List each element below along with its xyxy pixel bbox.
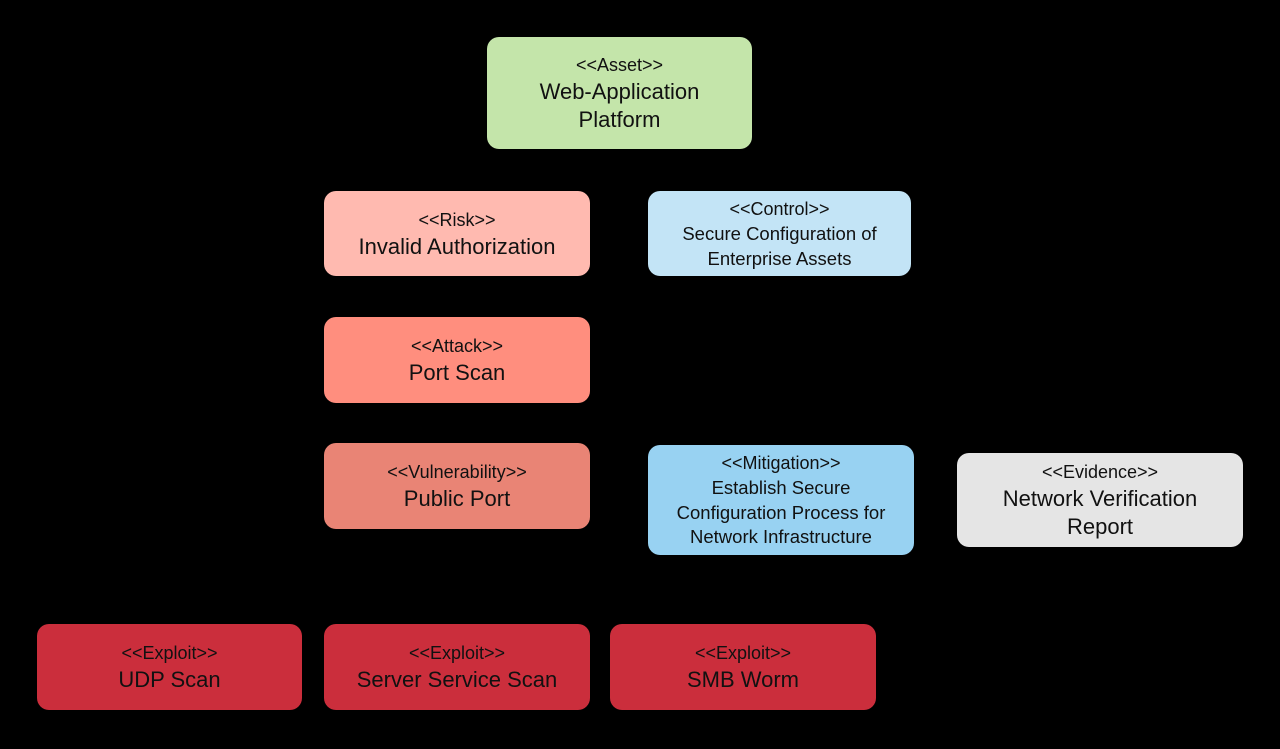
node-exploit-smb-worm[interactable]: <<Exploit>> SMB Worm bbox=[610, 624, 876, 710]
node-name-label: UDP Scan bbox=[118, 667, 221, 692]
node-risk[interactable]: <<Risk>> Invalid Authorization bbox=[324, 191, 590, 276]
node-name-label: Port Scan bbox=[408, 360, 506, 385]
node-mitigation[interactable]: <<Mitigation>> Establish Secure Configur… bbox=[648, 445, 914, 555]
node-name-label: Web-Application Platform bbox=[539, 79, 700, 132]
node-exploit-udp-scan[interactable]: <<Exploit>> UDP Scan bbox=[37, 624, 302, 710]
node-stereotype: <<Exploit>> bbox=[121, 643, 218, 663]
node-stereotype: <<Risk>> bbox=[418, 209, 496, 230]
node-name-label: Establish Secure Configuration Process f… bbox=[676, 477, 886, 548]
node-vulnerability[interactable]: <<Vulnerability>> Public Port bbox=[324, 443, 590, 529]
node-stereotype: <<Control>> bbox=[729, 199, 830, 219]
node-stereotype: <<Mitigation>> bbox=[721, 453, 841, 474]
node-name-label: Network Verification Report bbox=[1002, 486, 1198, 539]
node-stereotype: <<Vulnerability>> bbox=[387, 462, 527, 482]
node-asset[interactable]: <<Asset>> Web-Application Platform bbox=[487, 37, 752, 149]
node-name-label: Public Port bbox=[403, 486, 511, 511]
node-evidence[interactable]: <<Evidence>> Network Verification Report bbox=[957, 453, 1243, 547]
node-name-label: Server Service Scan bbox=[356, 667, 558, 692]
node-name-label: SMB Worm bbox=[686, 667, 800, 692]
node-stereotype: <<Asset>> bbox=[575, 55, 664, 75]
node-name-label: Secure Configuration of Enterprise Asset… bbox=[682, 223, 877, 269]
node-exploit-server-service-scan[interactable]: <<Exploit>> Server Service Scan bbox=[324, 624, 590, 710]
node-name-label: Invalid Authorization bbox=[358, 233, 556, 259]
node-control[interactable]: <<Control>> Secure Configuration of Ente… bbox=[648, 191, 911, 276]
node-stereotype: <<Evidence>> bbox=[1041, 462, 1159, 482]
node-stereotype: <<Attack>> bbox=[410, 336, 504, 356]
node-stereotype: <<Exploit>> bbox=[694, 643, 792, 663]
node-stereotype: <<Exploit>> bbox=[408, 643, 506, 663]
node-attack[interactable]: <<Attack>> Port Scan bbox=[324, 317, 590, 403]
